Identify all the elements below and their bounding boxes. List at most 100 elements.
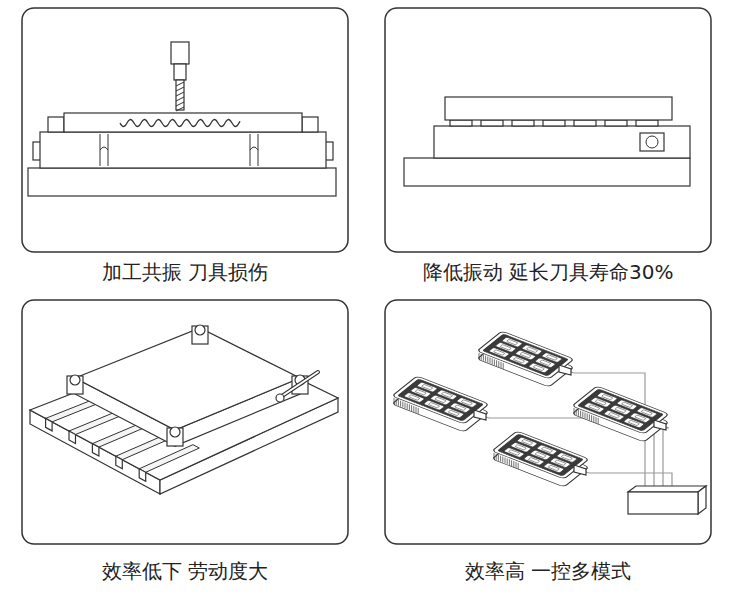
edge-tick — [587, 413, 588, 419]
multi-chuck-figure — [392, 331, 706, 514]
clamp — [302, 117, 318, 132]
chuck-face — [477, 331, 574, 379]
edge-tick — [593, 416, 594, 422]
magnet-pole — [404, 392, 425, 402]
magnet-core — [621, 402, 633, 408]
t-slot-notch — [69, 431, 76, 444]
magnet-core — [461, 400, 473, 406]
magnet-core — [601, 394, 613, 400]
chuck-inner — [398, 379, 484, 421]
edge-tick — [582, 412, 583, 418]
edge-tick — [487, 357, 488, 363]
clamp-block — [67, 376, 83, 394]
chuck-face — [392, 376, 489, 424]
panel: 降低振动 延长刀具寿命30% — [385, 8, 711, 286]
edge-tick — [513, 461, 514, 467]
edge-tick — [498, 455, 499, 461]
panel-caption: 效率高 一控多模式 — [385, 559, 711, 583]
magnet-core — [500, 345, 512, 351]
magnet-pole — [504, 447, 525, 457]
magnet-core — [506, 339, 518, 345]
edge-tick — [494, 359, 495, 365]
panel: 加工共振 刀具损伤 — [22, 8, 348, 286]
chuck-block — [434, 126, 690, 158]
magnet-pole — [508, 355, 529, 365]
controller-side — [698, 486, 706, 514]
chuck-top — [572, 386, 669, 434]
vibration-wave — [120, 120, 240, 127]
magnet-core — [641, 410, 653, 416]
edge-tick — [494, 453, 495, 459]
edge-tick — [394, 398, 395, 404]
magnet-core — [526, 347, 538, 353]
edge-tick — [407, 403, 408, 409]
t-slot-notch — [139, 469, 146, 482]
edge-tick — [574, 408, 575, 414]
magnet-core — [448, 410, 460, 416]
edge-tick — [496, 454, 497, 460]
guide-curve — [250, 147, 258, 150]
magnet-core — [520, 352, 532, 358]
panel-frame — [385, 300, 711, 544]
edge-tick — [516, 462, 517, 468]
tool-holder — [174, 64, 186, 80]
magnet-core — [615, 407, 627, 413]
magnet-pole — [603, 410, 624, 420]
edge-tick — [576, 409, 577, 415]
edge-tick — [500, 456, 501, 462]
edge-tick — [507, 458, 508, 464]
chuck-inner — [498, 434, 584, 476]
edge-tick — [485, 356, 486, 362]
magnet-core — [555, 460, 567, 466]
cable-gland — [559, 365, 571, 375]
edge-tick — [589, 414, 590, 420]
edge-tick — [585, 413, 586, 419]
clamp-block — [192, 326, 208, 344]
panel-frame — [22, 300, 348, 544]
clamp — [48, 117, 64, 132]
magnet-pole — [543, 463, 564, 473]
guide-curve — [100, 147, 108, 150]
magnet-core — [533, 365, 545, 371]
clamp-bolt — [170, 427, 180, 437]
edge-tick — [400, 401, 401, 407]
panel: 效率高 一控多模式 — [385, 300, 711, 585]
spacer — [605, 120, 627, 126]
clamp-bolt — [70, 375, 80, 385]
milling-cutter — [176, 80, 184, 110]
magnet-core — [535, 452, 547, 458]
magnet-core — [421, 384, 433, 390]
manual-clamp-figure — [30, 325, 338, 494]
magnet-core — [635, 415, 647, 421]
edge-tick — [498, 361, 499, 367]
edge-tick — [518, 463, 519, 469]
cable-gland — [474, 410, 486, 420]
spacer — [512, 120, 534, 126]
chuck-inner — [483, 334, 569, 376]
magnet-pole — [623, 418, 644, 428]
magnet-core — [548, 465, 560, 471]
magnet-core — [455, 405, 467, 411]
edge-tick — [416, 407, 417, 413]
edge-tick — [596, 417, 597, 423]
chuck-top — [392, 376, 489, 424]
edge-tick — [418, 408, 419, 414]
panel-caption: 效率低下 劳动度大 — [22, 559, 348, 583]
cutter-flute — [176, 92, 184, 96]
magnet-pole — [528, 363, 549, 373]
magnet-core — [588, 405, 600, 411]
chuck-inner — [578, 389, 664, 431]
magnet-core — [540, 360, 552, 366]
edge-tick — [479, 353, 480, 359]
magnet-core — [528, 457, 540, 463]
machining-figure — [28, 42, 336, 196]
edge-tick — [413, 406, 414, 412]
wrench-handle-inner — [282, 372, 318, 396]
base-plate — [28, 168, 336, 196]
spacer — [574, 120, 596, 126]
edge-tick — [496, 360, 497, 366]
edge-tick — [396, 399, 397, 405]
magnet-core — [415, 390, 427, 396]
